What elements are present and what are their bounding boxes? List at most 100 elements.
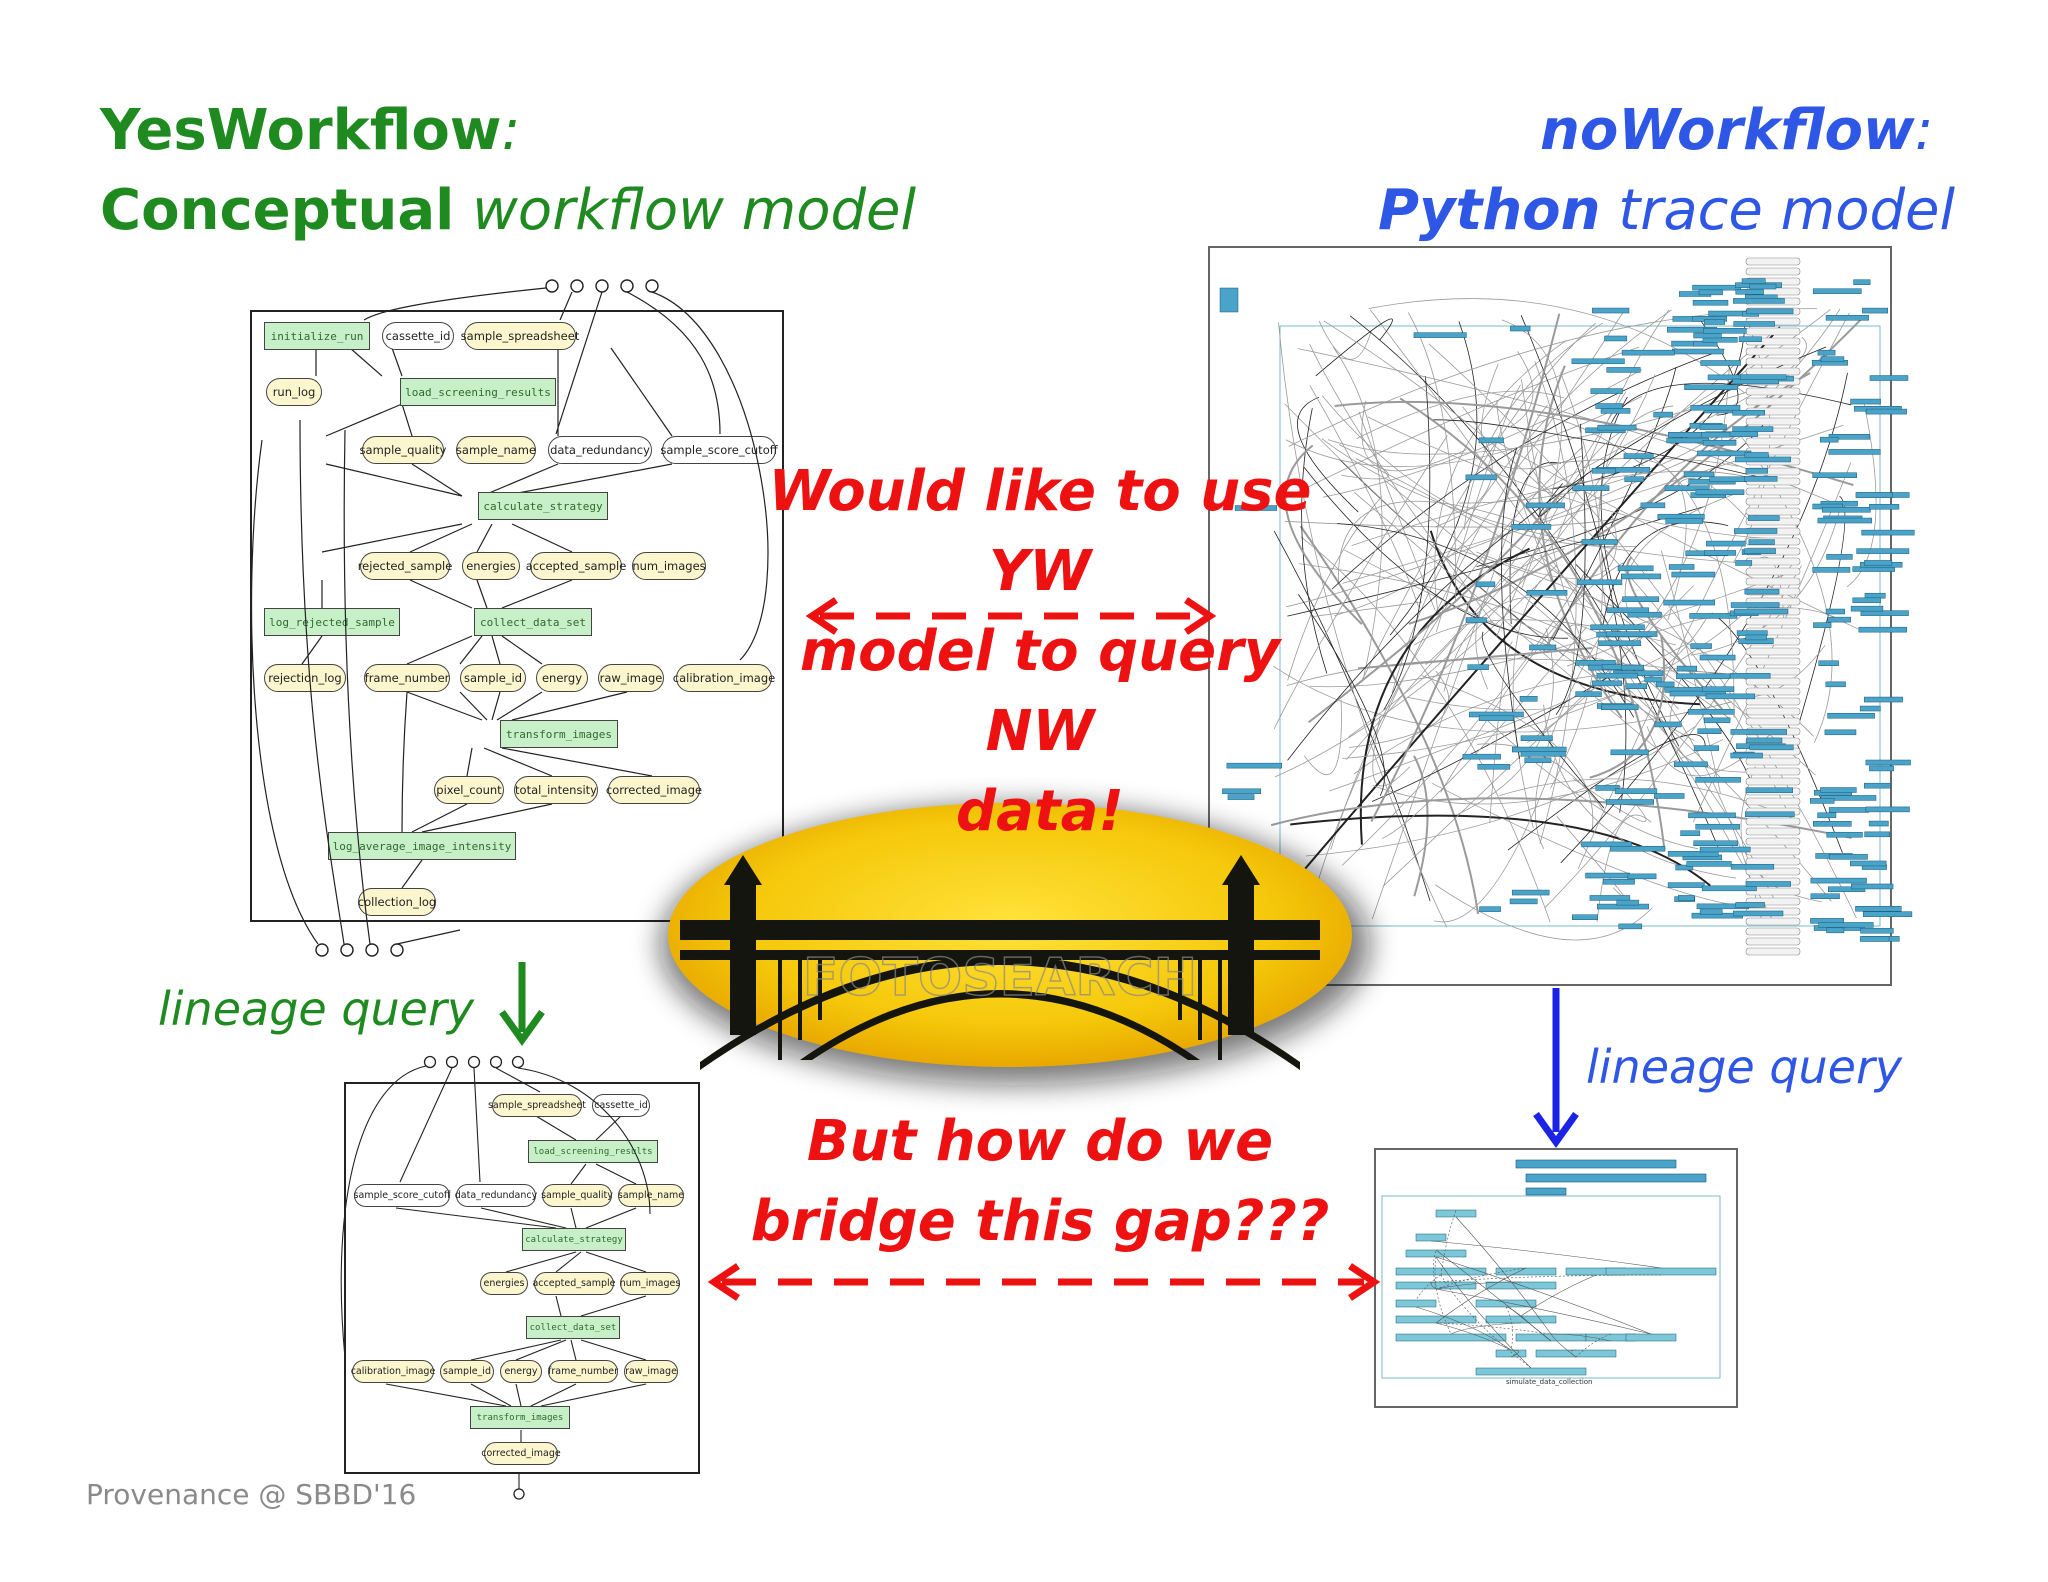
- nw-node: [1581, 841, 1632, 848]
- nw-node: [1695, 823, 1740, 830]
- nw-node: [1865, 408, 1907, 415]
- yw-main-edges: [301, 347, 673, 889]
- nw-node: [1524, 757, 1552, 764]
- nw-edge: [1425, 391, 1627, 665]
- nw-node: [1590, 388, 1623, 394]
- nw-node: [1644, 676, 1663, 683]
- yw-param-data-redundancy: data_redundancy: [548, 436, 652, 464]
- yws-data-sample-quality: sample_quality: [541, 1184, 613, 1207]
- nw-node: [1592, 307, 1630, 314]
- nw-lineage-diagram: simulate_data_collection: [1374, 1148, 1738, 1408]
- nw-node: [1697, 728, 1722, 734]
- nw-node: [1733, 321, 1775, 327]
- nw-node: [1475, 581, 1496, 588]
- yw-data-sample-spreadsheet: sample_spreadsheet: [461, 322, 579, 350]
- nw-node: [1690, 404, 1741, 411]
- nw-node: [1824, 729, 1857, 736]
- nw-edge: [1508, 309, 1625, 477]
- nw-node: [1745, 777, 1801, 786]
- nw-node: [1826, 554, 1853, 560]
- nw-node: [1745, 577, 1801, 586]
- question-bottom: But how do we bridge this gap???: [740, 1102, 1340, 1262]
- yws-param-data-redundancy: data_redundancy: [455, 1184, 537, 1207]
- nw-small-edge: [1435, 1267, 1527, 1324]
- nw-small-edge: [1440, 1209, 1457, 1276]
- nw-node: [1818, 922, 1874, 928]
- nw-node: [1598, 640, 1642, 647]
- nw-node: [1745, 677, 1801, 686]
- nw-small-node: [1515, 1159, 1677, 1169]
- nw-node: [1663, 599, 1715, 606]
- nw-node: [1589, 895, 1631, 901]
- nw-edge: [1305, 725, 1697, 857]
- nw-node: [1859, 936, 1890, 942]
- nw-node: [1730, 863, 1775, 870]
- nw-node: [1576, 579, 1623, 586]
- yw-data-calibration-image: calibration_image: [673, 664, 775, 692]
- nw-edge: [1391, 309, 1672, 693]
- yw-data-collection-log: collection_log: [358, 888, 436, 916]
- nw-node: [1665, 518, 1704, 524]
- nw-node: [1625, 683, 1648, 689]
- nw-node: [1810, 893, 1840, 899]
- nw-edge: [1421, 675, 1594, 832]
- nw-node: [1667, 882, 1705, 888]
- nw-node: [1864, 782, 1891, 789]
- nw-edge: [1290, 814, 1711, 887]
- nw-node: [1571, 358, 1625, 365]
- nw-node: [1745, 887, 1801, 896]
- nw-node: [1828, 449, 1881, 455]
- nw-small-edge: [1440, 1274, 1532, 1369]
- nw-start-node: [1219, 287, 1239, 313]
- nw-small-edge: [1455, 1216, 1552, 1335]
- yw-title-line1: YesWorkflow:: [100, 92, 520, 170]
- nw-edge: [1501, 447, 1521, 759]
- yw-main-diagram: initialize_run cassette_id sample_spread…: [250, 310, 784, 922]
- question-top-line3: data!: [956, 779, 1124, 844]
- nw-edge: [1381, 626, 1587, 839]
- nw-node: [1703, 319, 1725, 325]
- nw-node: [1810, 877, 1867, 884]
- nw-edge: [1353, 491, 1656, 748]
- nw-node: [1852, 597, 1881, 604]
- nw-node: [1864, 560, 1893, 566]
- nw-node: [1745, 937, 1801, 946]
- nw-node: [1732, 409, 1765, 416]
- nw-node: [1745, 827, 1801, 836]
- nw-edge: [1626, 556, 1727, 714]
- nw-small-edge: [1520, 1315, 1552, 1342]
- nw-node: [1591, 680, 1622, 687]
- nw-node: [1673, 761, 1708, 768]
- nw-small-edge: [1435, 1288, 1652, 1335]
- nw-node: [1730, 752, 1763, 759]
- nw-node: [1572, 914, 1598, 920]
- nw-edge: [1382, 585, 1694, 887]
- nw-node: [1693, 840, 1738, 846]
- nw-node: [1817, 812, 1837, 819]
- nw-node: [1860, 610, 1909, 616]
- yw-data-sample-id: sample_id: [460, 664, 526, 692]
- nw-node: [1465, 474, 1497, 481]
- nw-edge: [1371, 452, 1538, 920]
- nw-edge: [1434, 339, 1567, 611]
- nw-node: [1467, 664, 1489, 670]
- nw-node: [1693, 745, 1719, 751]
- nw-node: [1747, 515, 1780, 521]
- nw-edge: [1297, 396, 1359, 513]
- nw-edge: [1589, 634, 1666, 779]
- nw-node: [1822, 506, 1871, 513]
- yw-data-total-intensity: total_intensity: [514, 776, 598, 804]
- nw-edge: [1303, 466, 1568, 639]
- nw-node: [1865, 759, 1911, 766]
- nw-node: [1749, 283, 1777, 290]
- nw-node: [1603, 879, 1635, 885]
- nw-edge: [1338, 444, 1389, 480]
- nw-node: [1860, 927, 1894, 934]
- yw-title-colon: :: [501, 98, 521, 163]
- nw-node: [1465, 617, 1487, 623]
- nw-node: [1745, 347, 1801, 356]
- nw-node: [1692, 299, 1729, 306]
- nw-small-edge: [1435, 1256, 1652, 1335]
